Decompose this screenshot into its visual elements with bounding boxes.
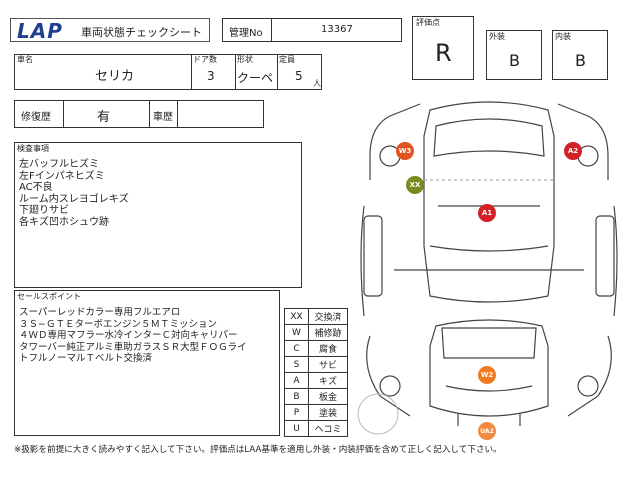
legend-meaning: キズ (308, 372, 348, 389)
sheet-title: 車両状態チェックシート (81, 26, 202, 39)
history-box: 修復歴 有 車歴 (14, 100, 264, 128)
damage-marker: UA2 (478, 422, 496, 440)
spare-tire (357, 393, 399, 435)
inspection-label: 検査事項 (17, 144, 49, 153)
damage-marker: W2 (478, 366, 496, 384)
footer-note: ※扱影を前提に大きく読みやすく記入して下さい。評価点はLAA基準を適用し外装・内… (14, 445, 502, 455)
damage-marker: A1 (478, 204, 496, 222)
capacity-label: 定員 (279, 55, 295, 64)
header-title-box: LAP 車両状態チェックシート (10, 18, 210, 43)
legend-code: P (284, 404, 309, 421)
damage-marker: W3 (396, 142, 414, 160)
legend-code: W (284, 324, 309, 341)
capacity-unit: 人 (313, 79, 321, 88)
damage-marker: A2 (564, 142, 582, 160)
mgmt-no-value: 13367 (321, 24, 353, 35)
sales-label: セールスポイント (17, 292, 81, 301)
sales-box: セールスポイント スーパーレッドカラー専用フルエアロ ３Ｓ−ＧＴＥターボエンジン… (14, 290, 280, 436)
exterior-box: 外装 B (486, 30, 542, 80)
legend-meaning: サビ (308, 356, 348, 373)
legend-meaning: 塗装 (308, 404, 348, 421)
shape-label: 形状 (237, 55, 253, 64)
legend-code: A (284, 372, 309, 389)
inspection-box: 検査事項 左バッフルヒズミ 左Fインパネヒズミ AC不良 ルーム内スレヨゴレキズ… (14, 142, 302, 288)
doors-label: ドア数 (193, 55, 217, 64)
repair-label: 修復歴 (21, 112, 51, 123)
car-name-value: セリカ (95, 69, 135, 84)
mgmt-no-box: 管理No 13367 (222, 18, 402, 42)
legend-meaning: 腐食 (308, 340, 348, 357)
inspection-text: 左バッフルヒズミ 左Fインパネヒズミ AC不良 ルーム内スレヨゴレキズ 下廻りサ… (19, 159, 129, 228)
car-diagram (357, 101, 618, 435)
damage-marker: XX (406, 176, 424, 194)
legend-code: U (284, 420, 309, 437)
score-box: 評価点 R (412, 16, 474, 80)
mgmt-no-label: 管理No (229, 28, 263, 39)
repair-value: 有 (97, 110, 111, 125)
sales-text: スーパーレッドカラー専用フルエアロ ３Ｓ−ＧＴＥターボエンジン５ＭＴミッション … (19, 307, 247, 364)
exterior-value: B (509, 51, 520, 70)
score-label: 評価点 (416, 18, 440, 27)
legend-meaning: 補修跡 (308, 324, 348, 341)
interior-label: 内装 (555, 32, 571, 41)
legend-code: C (284, 340, 309, 357)
exterior-label: 外装 (489, 32, 505, 41)
legend-code: B (284, 388, 309, 405)
doors-value: 3 (207, 69, 215, 83)
record-label: 車歴 (153, 112, 173, 123)
lap-logo: LAP (17, 19, 63, 43)
car-name-label: 車名 (17, 55, 33, 64)
vehicle-info-box: 車名 セリカ ドア数 3 形状 クーペ 定員 5 人 (14, 54, 322, 90)
capacity-value: 5 (295, 69, 303, 83)
shape-value: クーペ (237, 71, 274, 85)
score-value: R (435, 39, 452, 67)
legend-code: S (284, 356, 309, 373)
legend-meaning: 交換済 (308, 308, 348, 325)
interior-value: B (575, 51, 586, 70)
interior-box: 内装 B (552, 30, 608, 80)
legend-meaning: ヘコミ (308, 420, 348, 437)
legend-meaning: 板金 (308, 388, 348, 405)
legend-code: XX (284, 308, 309, 325)
